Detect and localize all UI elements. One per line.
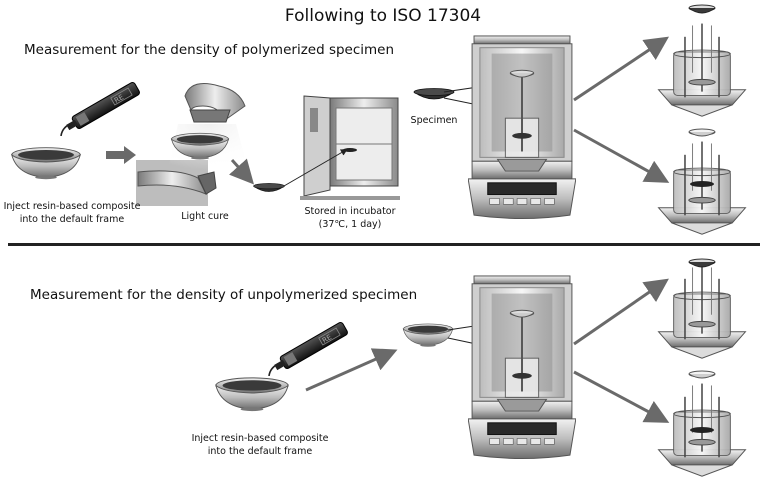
caption-specimen: Specimen	[410, 115, 458, 126]
analytical-balance-icon	[468, 274, 576, 460]
caption-light-cure: Light cure	[181, 211, 229, 222]
arrow-icon	[305, 348, 398, 392]
arrow-icon	[106, 146, 136, 164]
caption-line: into the default frame	[207, 446, 313, 457]
dish-icon	[11, 147, 81, 180]
dish-icon	[413, 88, 455, 100]
density-kit-icon	[657, 258, 747, 360]
caption-line: into the default frame	[19, 214, 125, 225]
caption-incubator: Stored in incubator (37℃, 1 day)	[290, 205, 410, 231]
density-kit-icon	[657, 370, 747, 478]
arrow-icon	[573, 128, 670, 183]
diagram-title: Following to ISO 17304	[284, 6, 482, 26]
syringe-icon	[268, 320, 350, 376]
caption-inject-bottom: Inject resin-based composite into the de…	[190, 432, 330, 458]
arrow-icon	[229, 158, 255, 185]
heading-unpolymerized: Measurement for the density of unpolymer…	[30, 287, 418, 303]
syringe-icon	[60, 80, 142, 136]
arrow-icon	[573, 36, 669, 102]
curing-light-icon	[136, 83, 248, 206]
dish-icon	[253, 183, 285, 192]
analytical-balance-icon	[468, 34, 576, 220]
density-kit-icon	[657, 128, 747, 236]
caption-inject-top: Inject resin-based composite into the de…	[2, 200, 142, 226]
section-divider	[8, 243, 760, 246]
caption-line: Stored in incubator	[304, 206, 396, 217]
caption-line: Inject resin-based composite	[191, 433, 329, 444]
heading-polymerized: Measurement for the density of polymeriz…	[24, 42, 395, 58]
dish-icon	[215, 377, 289, 412]
dish-icon	[402, 323, 454, 348]
caption-line: (37℃, 1 day)	[318, 219, 382, 230]
arrow-icon	[573, 370, 670, 423]
caption-line: Inject resin-based composite	[3, 201, 141, 212]
density-kit-icon	[657, 4, 747, 118]
incubator-icon	[300, 95, 400, 200]
arrow-icon	[573, 278, 669, 346]
